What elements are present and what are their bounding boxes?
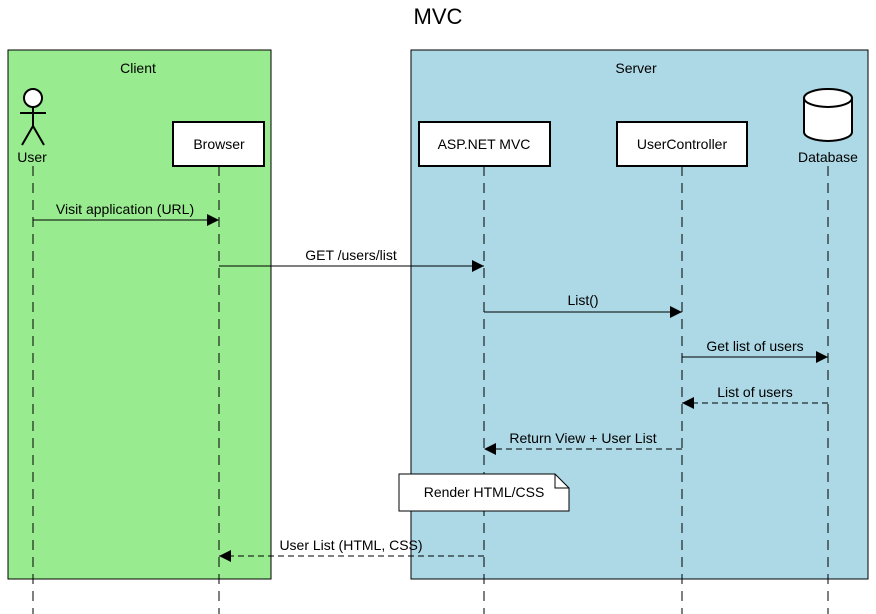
controller-box xyxy=(616,121,748,167)
message-label-user-list: User List (HTML, CSS) xyxy=(279,537,422,553)
aspnet-box xyxy=(418,121,551,167)
message-label-return-view: Return View + User List xyxy=(509,430,656,446)
diagram-title: MVC xyxy=(414,4,463,29)
database-icon xyxy=(803,88,853,142)
render-note-label: Render HTML/CSS xyxy=(424,484,545,500)
message-label-list-of-users: List of users xyxy=(717,384,792,400)
user-actor-icon xyxy=(20,88,46,146)
user-label: User xyxy=(17,149,47,165)
message-label-visit: Visit application (URL) xyxy=(56,201,194,217)
browser-label: Browser xyxy=(193,136,245,152)
controller-label: UserController xyxy=(637,136,728,152)
render-note-fold xyxy=(554,474,569,489)
message-label-list: List() xyxy=(567,292,598,308)
browser-box xyxy=(172,121,265,167)
message-label-get-users: Get list of users xyxy=(706,338,803,354)
aspnet-label: ASP.NET MVC xyxy=(438,136,531,152)
database-label: Database xyxy=(798,149,858,165)
message-label-get: GET /users/list xyxy=(305,247,397,263)
client-group-label: Client xyxy=(120,60,156,76)
render-note xyxy=(398,473,570,512)
server-group-label: Server xyxy=(615,60,657,76)
